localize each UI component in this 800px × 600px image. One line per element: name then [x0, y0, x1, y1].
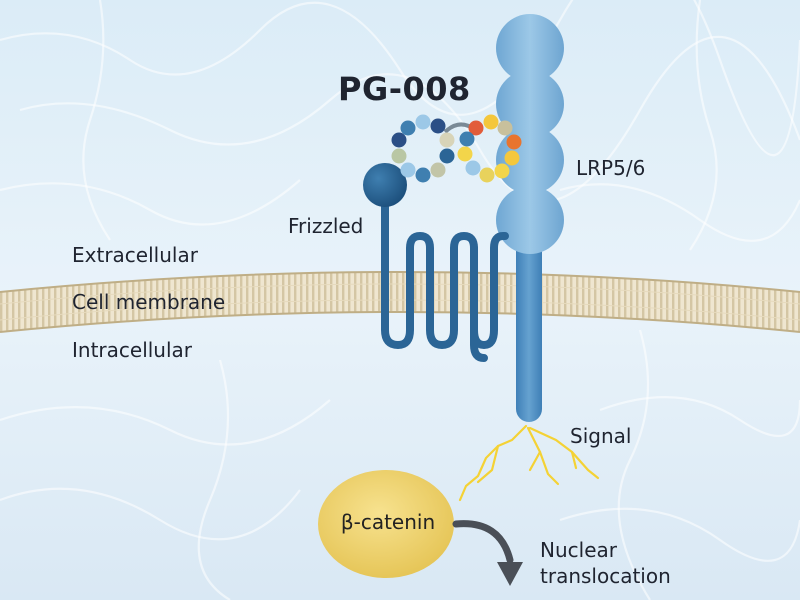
pg-008-molecule [391, 114, 522, 183]
cell-membrane-label: Cell membrane [72, 290, 226, 314]
extracellular-label: Extracellular [72, 243, 198, 267]
translocation-label: translocation [540, 564, 671, 588]
intracellular-label: Intracellular [72, 338, 193, 362]
frizzled-head [363, 163, 407, 207]
cell-membrane [0, 271, 800, 333]
signal-label: Signal [570, 424, 632, 448]
signal-lightning [458, 424, 600, 502]
nuclear-label: Nuclear [540, 538, 617, 562]
nuclear-translocation-arrow [452, 520, 523, 586]
diagram-title: PG-008 [338, 70, 471, 108]
pg-008-left-ring [391, 114, 455, 183]
frizzled-label: Frizzled [288, 214, 364, 238]
frizzled-receptor [381, 196, 509, 362]
beta-catenin-label: β-catenin [340, 510, 436, 534]
pg-008-right-ring [457, 114, 522, 183]
beta-catenin-ellipse [318, 470, 454, 578]
lrp-label: LRP5/6 [576, 156, 646, 180]
